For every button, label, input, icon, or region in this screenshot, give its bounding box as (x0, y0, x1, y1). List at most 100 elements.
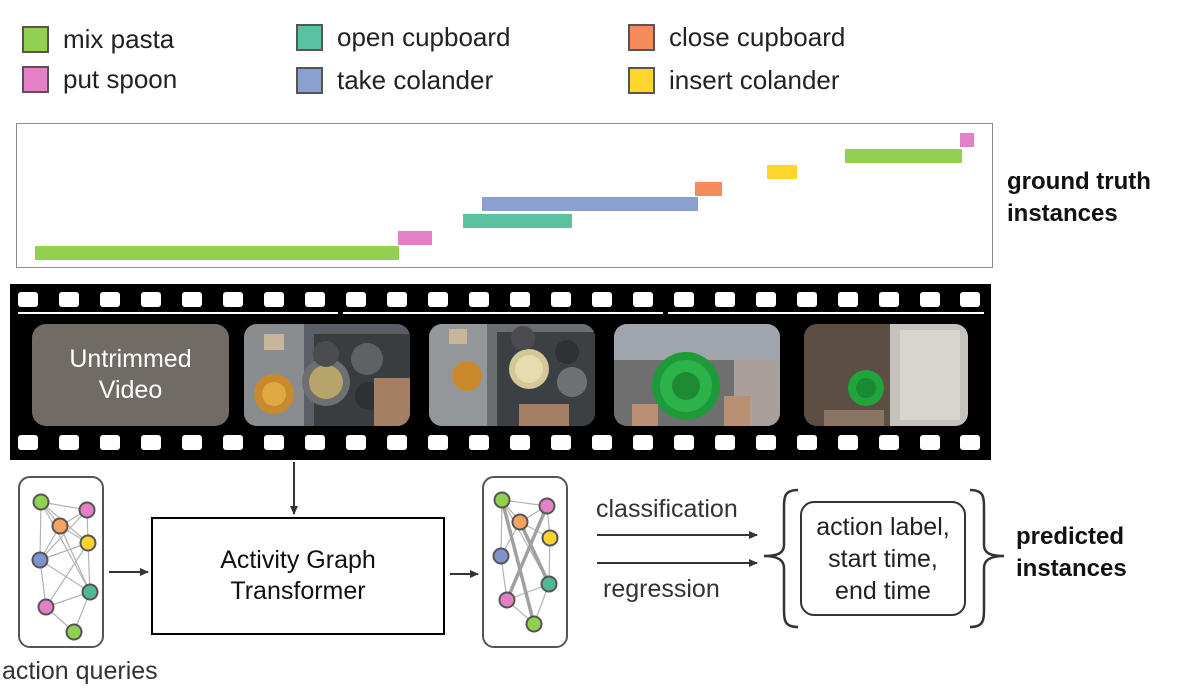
sprocket-hole (305, 292, 325, 307)
sprocket-hole (469, 435, 489, 450)
sprocket-hole (264, 435, 284, 450)
query-node (37, 598, 55, 616)
sprocket-hole (182, 435, 202, 450)
legend-label-insert-colander: insert colander (669, 64, 840, 95)
legend-swatch-mix-pasta (22, 25, 49, 53)
left-brace (763, 488, 799, 629)
legend-item-close-cupboard: close cupboard (628, 20, 845, 54)
legend-item-insert-colander: insert colander (628, 63, 840, 97)
sprocket-hole (59, 435, 79, 450)
sprocket-hole (182, 292, 202, 307)
sprocket-hole (18, 292, 38, 307)
legend-item-open-cupboard: open cupboard (296, 20, 510, 54)
query-node (31, 551, 49, 569)
untrimmed-video-label: Untrimmed Video (32, 324, 229, 426)
output-node (498, 591, 516, 609)
sprocket-hole (879, 435, 899, 450)
output-line-start-time: start time, (828, 544, 938, 573)
sprocket-hole (100, 292, 120, 307)
output-node (493, 491, 511, 509)
sprocket-hole (510, 435, 530, 450)
video-frame-3-image (614, 324, 780, 426)
sprocket-hole (264, 292, 284, 307)
sprocket-hole (879, 292, 899, 307)
sprocket-hole (59, 292, 79, 307)
sprocket-hole (428, 292, 448, 307)
action-queries-graph (18, 476, 104, 648)
sprocket-hole (960, 292, 980, 307)
ground-truth-title-line1: ground truth (1007, 168, 1151, 195)
filmstrip-top-rail (18, 312, 338, 314)
output-node (511, 513, 529, 531)
query-node (32, 493, 50, 511)
transformer-label-line2: Transformer (230, 577, 366, 605)
ground-truth-title: ground truth instances (1007, 166, 1151, 230)
query-node (51, 517, 69, 535)
regression-label: regression (603, 575, 720, 603)
sprocket-hole (346, 435, 366, 450)
filmstrip-top-rail (343, 312, 663, 314)
sprocket-hole (141, 292, 161, 307)
predicted-instances-title: predicted instances (1016, 521, 1127, 585)
query-node (81, 583, 99, 601)
gt-bar-take-colander (482, 197, 698, 211)
sprocket-hole (674, 292, 694, 307)
sprocket-hole (920, 292, 940, 307)
sprocket-hole (18, 435, 38, 450)
query-node (78, 501, 96, 519)
sprocket-hole (838, 435, 858, 450)
output-node (541, 529, 559, 547)
sprocket-hole (551, 435, 571, 450)
sprocket-hole (428, 435, 448, 450)
query-node (65, 623, 83, 641)
sprocket-hole (100, 435, 120, 450)
gt-bar-put-spoon (398, 231, 432, 245)
output-node (540, 575, 558, 593)
activity-graph-transformer-block: Activity Graph Transformer (151, 517, 445, 635)
sprocket-hole (715, 292, 735, 307)
untrimmed-video-line2: Video (98, 376, 163, 404)
legend-swatch-insert-colander (628, 66, 655, 94)
gt-bar-mix-pasta (35, 246, 399, 260)
sprocket-hole (223, 292, 243, 307)
sprocket-hole (756, 292, 776, 307)
predicted-title-line1: predicted (1016, 523, 1125, 550)
sprocket-hole (551, 292, 571, 307)
legend-swatch-take-colander (296, 66, 323, 94)
sprocket-hole (633, 435, 653, 450)
legend-item-put-spoon: put spoon (22, 62, 177, 96)
video-frame-2-image (429, 324, 595, 426)
output-node (492, 547, 510, 565)
legend-label-take-colander: take colander (337, 64, 494, 95)
video-frame-4-image (804, 324, 968, 426)
sprocket-hole (387, 292, 407, 307)
output-line-end-time: end time (835, 576, 931, 605)
sprocket-hole (305, 435, 325, 450)
gt-bar-open-cupboard (463, 214, 572, 228)
query-node (79, 534, 97, 552)
gt-bar-close-cupboard (695, 182, 722, 196)
video-frame-4 (804, 324, 968, 426)
video-filmstrip: Untrimmed Video (10, 284, 991, 460)
sprocket-hole (838, 292, 858, 307)
sprocket-hole (756, 435, 776, 450)
gt-bar-insert-colander (767, 165, 797, 179)
video-frame-3 (614, 324, 780, 426)
action-queries-graph-edges (31, 493, 99, 641)
legend-item-take-colander: take colander (296, 63, 493, 97)
untrimmed-video-line1: Untrimmed (69, 345, 192, 373)
gt-bar-mix-pasta-2 (845, 149, 962, 163)
video-frame-2 (429, 324, 595, 426)
legend-swatch-close-cupboard (628, 23, 655, 51)
sprocket-hole (510, 292, 530, 307)
sprocket-hole (920, 435, 940, 450)
sprocket-hole (141, 435, 161, 450)
output-graph (482, 476, 568, 648)
ground-truth-timeline (16, 123, 993, 268)
sprocket-hole (469, 292, 489, 307)
sprocket-hole (592, 435, 612, 450)
legend-swatch-open-cupboard (296, 23, 323, 51)
sprocket-hole (674, 435, 694, 450)
prediction-output-box: action label, start time, end time (800, 501, 966, 616)
legend-label-mix-pasta: mix pasta (63, 23, 175, 54)
